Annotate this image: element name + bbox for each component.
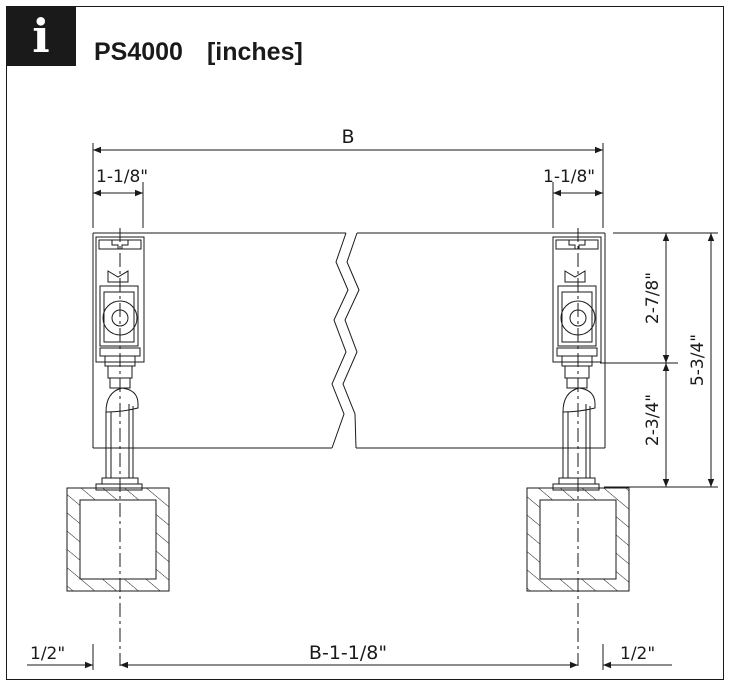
dimension-right-inset bbox=[552, 182, 603, 228]
units-label: [inches] bbox=[206, 38, 303, 66]
label-right-inset: 1-1/8" bbox=[543, 167, 595, 187]
diagram-title: PS4000 [inches] bbox=[94, 38, 327, 67]
label-upper-height: 2-7/8" bbox=[643, 272, 663, 324]
right-track-profile bbox=[552, 236, 602, 491]
label-bottom-span: B-1-1/8" bbox=[309, 642, 387, 664]
info-icon-glyph: i bbox=[32, 9, 50, 63]
diagram-frame bbox=[6, 6, 724, 680]
track-panel bbox=[92, 232, 606, 449]
break-line-right bbox=[342, 232, 360, 449]
label-total-height: 5-3/4" bbox=[688, 334, 708, 386]
label-left-inset: 1-1/8" bbox=[96, 167, 148, 187]
label-bottom-right-offset: 1/2" bbox=[620, 644, 655, 664]
dimension-bottom bbox=[27, 644, 672, 670]
info-icon: i bbox=[6, 6, 76, 66]
dimension-left-inset bbox=[93, 182, 144, 228]
model-label: PS4000 bbox=[94, 38, 183, 66]
label-lower-height: 2-3/4" bbox=[643, 394, 663, 446]
break-line-left bbox=[331, 232, 349, 449]
centerlines bbox=[119, 228, 579, 666]
label-bottom-left-offset: 1/2" bbox=[30, 644, 65, 664]
dimension-heights bbox=[600, 232, 718, 488]
label-overall-width: B bbox=[341, 126, 354, 148]
dimension-b bbox=[92, 143, 604, 228]
left-support-tube bbox=[66, 487, 170, 592]
